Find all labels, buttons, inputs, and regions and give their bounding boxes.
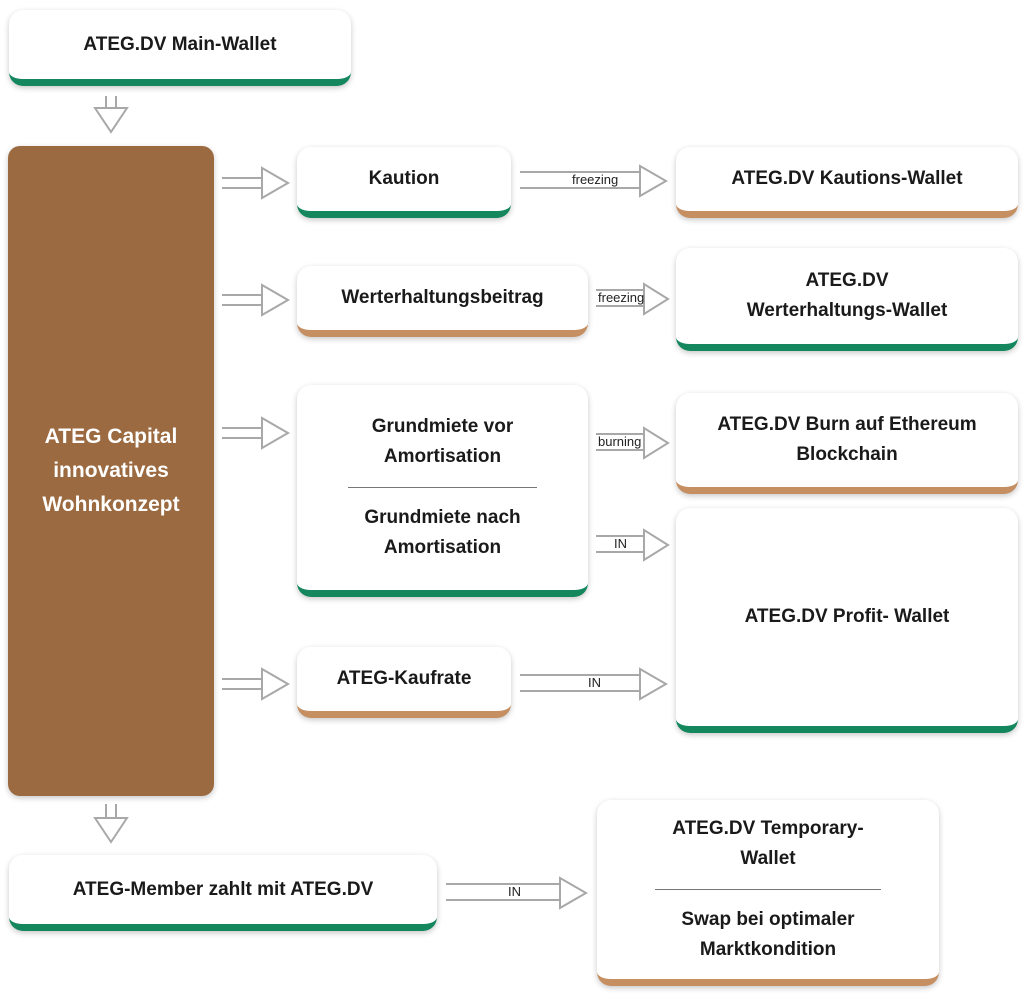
kautions-wallet-label: ATEG.DV Kautions-Wallet <box>731 168 963 189</box>
concept-line-2: innovatives <box>53 459 169 482</box>
temporary-line-2: Wallet <box>740 848 796 869</box>
arrow-in-member <box>446 876 589 910</box>
profit-wallet-label: ATEG.DV Profit- Wallet <box>744 606 950 627</box>
member-box: ATEG-Member zahlt mit ATEG.DV <box>9 855 437 931</box>
main-wallet-label: ATEG.DV Main-Wallet <box>83 33 277 55</box>
label-in-3: IN <box>508 884 521 899</box>
label-in-2: IN <box>588 675 601 690</box>
arrow-right-kaution <box>222 166 291 200</box>
kaution-box: Kaution <box>297 147 511 218</box>
burn-line-1: ATEG.DV Burn auf Ethereum <box>717 414 977 435</box>
arrow-down-member <box>93 804 129 844</box>
burn-box: ATEG.DV Burn auf Ethereum Blockchain <box>676 393 1018 494</box>
profit-wallet-box: ATEG.DV Profit- Wallet <box>676 508 1018 733</box>
label-freezing-1: freezing <box>572 172 619 187</box>
arrow-freezing-kaution <box>520 164 669 198</box>
grundmiete-vor-line-2: Amortisation <box>383 446 502 467</box>
kaufrate-box: ATEG-Kaufrate <box>297 647 511 718</box>
arrow-down-main <box>93 96 129 134</box>
concept-line-3: Wohnkonzept <box>42 493 180 516</box>
grundmiete-vor-line-1: Grundmiete vor <box>371 416 514 437</box>
temporary-wallet-box: ATEG.DV Temporary- Wallet Swap bei optim… <box>597 800 939 986</box>
werterhaltungs-wallet-box: ATEG.DV Werterhaltungs-Wallet <box>676 248 1018 351</box>
label-burning: burning <box>598 434 642 449</box>
kaufrate-label: ATEG-Kaufrate <box>336 668 472 689</box>
arrow-burning <box>596 426 670 460</box>
grundmiete-nach-line-1: Grundmiete nach <box>364 507 521 528</box>
temporary-line-3: Swap bei optimaler <box>681 909 855 930</box>
arrow-right-grundmiete <box>222 416 291 450</box>
kautions-wallet-box: ATEG.DV Kautions-Wallet <box>676 147 1018 218</box>
label-freezing-2: freezing <box>598 290 645 305</box>
concept-line-1: ATEG Capital <box>44 425 178 448</box>
arrow-right-werterhaltung <box>222 283 291 317</box>
divider <box>347 487 538 488</box>
main-wallet-box: ATEG.DV Main-Wallet <box>9 10 351 86</box>
grundmiete-box: Grundmiete vor Amortisation Grundmiete n… <box>297 385 588 597</box>
temporary-line-4: Marktkondition <box>699 939 837 960</box>
label-in-1: IN <box>614 536 627 551</box>
werterhaltungs-wallet-line-2: Werterhaltungs-Wallet <box>746 300 948 321</box>
arrow-right-kaufrate <box>222 667 291 701</box>
arrow-in-kaufrate <box>520 667 669 701</box>
grundmiete-nach-line-2: Amortisation <box>383 537 502 558</box>
burn-line-2: Blockchain <box>796 444 898 465</box>
divider <box>654 889 882 890</box>
werterhaltung-box: Werterhaltungsbeitrag <box>297 266 588 337</box>
member-label: ATEG-Member zahlt mit ATEG.DV <box>72 878 374 900</box>
temporary-line-1: ATEG.DV Temporary- <box>672 818 864 839</box>
concept-block: ATEG Capital innovatives Wohnkonzept <box>8 146 214 796</box>
arrow-in-grundmiete <box>596 528 670 562</box>
arrow-freezing-werterhaltung <box>596 282 670 316</box>
kaution-label: Kaution <box>368 168 440 189</box>
werterhaltung-label: Werterhaltungsbeitrag <box>341 287 544 308</box>
werterhaltungs-wallet-line-1: ATEG.DV <box>805 270 889 291</box>
